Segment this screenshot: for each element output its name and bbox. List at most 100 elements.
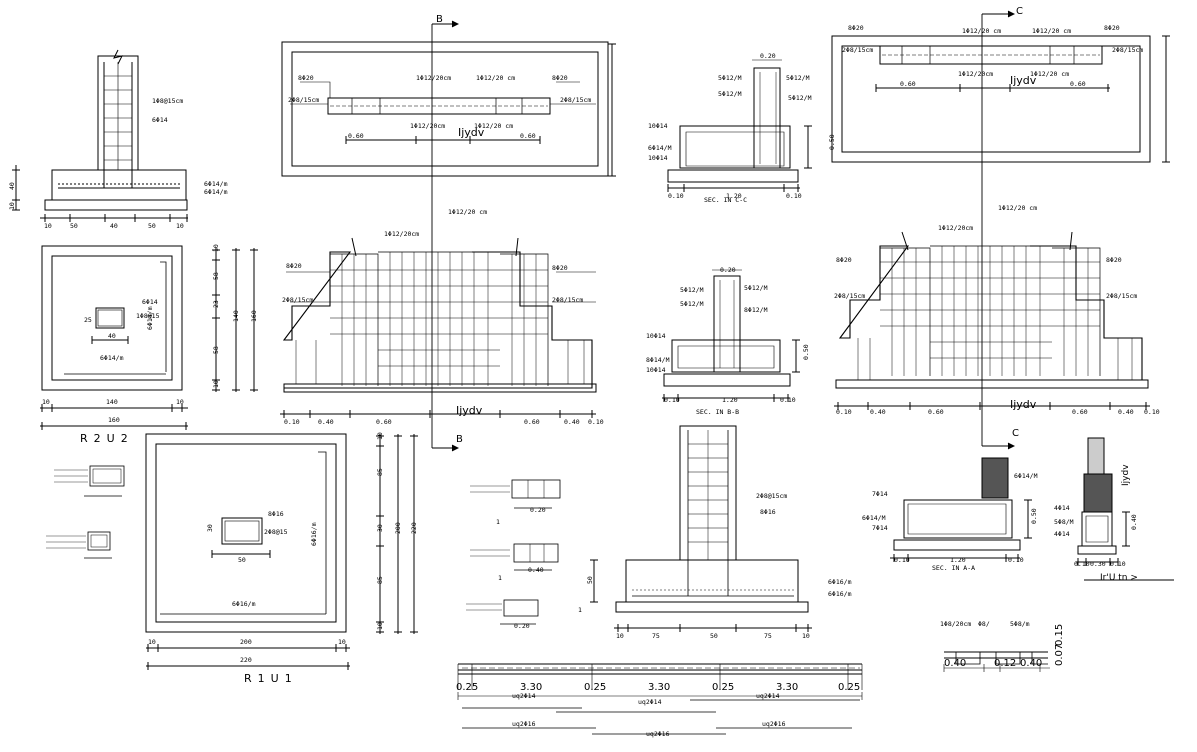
label: 6Φ14/M <box>648 144 672 152</box>
label: 8Φ14/M <box>646 356 670 364</box>
label: 0.60 <box>348 132 364 140</box>
label: 6Φ14 <box>142 298 158 306</box>
section-bb <box>662 269 800 402</box>
cut-label-c-bottom: C <box>1012 428 1019 439</box>
label: 0.10 <box>1144 408 1160 416</box>
label: uq2Φ16 <box>646 730 670 738</box>
label: 0.40 <box>564 418 580 426</box>
label: 1 <box>578 606 582 614</box>
label: 2Φ8/15cm <box>834 292 865 300</box>
label: 8Φ20 <box>848 24 864 32</box>
label: 1Φ12/20 cm <box>1030 70 1069 78</box>
label: 50 <box>586 576 594 584</box>
label: 0.10 <box>668 192 684 200</box>
span-label: 0.40 <box>1020 658 1042 669</box>
label: 2Φ8/15cm <box>1106 292 1137 300</box>
label: 50 <box>238 556 246 564</box>
label: 0.20 <box>760 52 776 60</box>
label: 2Φ8/15cm <box>560 96 591 104</box>
stair-detail <box>943 651 1050 672</box>
label: 5Φ12/M <box>718 74 742 82</box>
label: 1Φ12/20cm <box>384 230 419 238</box>
label: 5Φ12/M <box>680 286 704 294</box>
label: 2Φ8@15cm <box>756 492 787 500</box>
label: 50 <box>710 632 718 640</box>
label: 1Φ12/20cm <box>410 122 445 130</box>
footing-title-r2u2: R2U2 <box>80 432 134 445</box>
beam2-elevation <box>834 231 1150 410</box>
label: 0.10 <box>1008 556 1024 564</box>
span-label: 0.25 <box>456 682 478 693</box>
section-title: SEC. IN B-B <box>696 408 739 416</box>
label: 8Φ16 <box>268 510 284 518</box>
label: 1Φ12/20 cm <box>962 27 1001 35</box>
label: 2Φ8/15cm <box>842 46 873 54</box>
label: 1Φ12/20 cm <box>474 122 513 130</box>
label: 0.60 <box>524 418 540 426</box>
label: 1.20 <box>726 192 742 200</box>
label: 40 <box>110 222 118 230</box>
label: 0.10 <box>1074 560 1090 568</box>
label: 10 <box>616 632 624 640</box>
label: 0.10 <box>664 396 680 404</box>
label: 85 <box>376 576 384 584</box>
label: 1Φ12/20cm <box>958 70 993 78</box>
label: 0.10 <box>1110 560 1126 568</box>
label: 10 <box>212 380 220 388</box>
label: 50 <box>70 222 78 230</box>
label: 0.60 <box>1070 80 1086 88</box>
label: 0.10 <box>836 408 852 416</box>
r1u1-plan <box>145 433 418 670</box>
label: 10Φ14 <box>646 366 666 374</box>
label: 4Φ14 <box>1054 504 1070 512</box>
label: 6Φ14/m <box>146 306 154 330</box>
label: 220 <box>410 522 418 534</box>
r2u2-plan <box>40 245 258 430</box>
label: 8Φ16 <box>760 508 776 516</box>
label: uq2Φ16 <box>762 720 786 728</box>
label: 6Φ16/m <box>232 600 256 608</box>
label: 1 <box>498 574 502 582</box>
label: 40 <box>8 182 16 190</box>
label: 8Φ20 <box>298 74 314 82</box>
cut-line-c <box>981 10 1016 450</box>
label: 160 <box>108 416 120 424</box>
label: 1Φ12/20 cm <box>998 204 1037 212</box>
label: 1Φ8@15cm <box>152 97 183 105</box>
label: 30 <box>376 524 384 532</box>
label: 8Φ20 <box>286 262 302 270</box>
label: 0.20 <box>720 266 736 274</box>
label: 1Φ12/20 cm <box>476 74 515 82</box>
label: 6Φ14/m <box>204 180 228 188</box>
label: 6Φ14 <box>152 116 168 124</box>
label: 5Φ8/m <box>1010 620 1030 628</box>
label: 10 <box>376 622 384 630</box>
label: 0.40 <box>1130 514 1138 530</box>
label: 0.50 <box>828 134 836 150</box>
label: 200 <box>394 522 402 534</box>
label: 75 <box>652 632 660 640</box>
label: 10Φ14 <box>646 332 666 340</box>
label: 0.50 <box>1030 508 1038 524</box>
beam2-elev-title: Ijydv <box>1010 398 1037 411</box>
beam1-elev-title: Ijydv <box>456 404 483 417</box>
label: 8Φ20 <box>1104 24 1120 32</box>
section-title: SEC. IN C-C <box>704 196 747 204</box>
label: 220 <box>240 656 252 664</box>
label: 0.60 <box>520 132 536 140</box>
label: 140 <box>106 398 118 406</box>
continuous-strip <box>457 663 863 735</box>
side-caption: Ir'U tn > <box>1100 573 1138 583</box>
label: 6Φ14/M <box>862 514 886 522</box>
label: 6Φ16/m <box>310 522 318 546</box>
label: 8Φ20 <box>836 256 852 264</box>
label: 160 <box>250 310 258 322</box>
beam2-plan-title: Ijydv <box>1010 74 1037 87</box>
label: 0.40 <box>528 566 544 574</box>
r2u2-section <box>12 49 188 222</box>
label: 10Φ14 <box>648 122 668 130</box>
label: 0.40 <box>1118 408 1134 416</box>
label: 10 <box>148 638 156 646</box>
label: uq2Φ14 <box>512 692 536 700</box>
label: 0.50 <box>802 344 810 360</box>
